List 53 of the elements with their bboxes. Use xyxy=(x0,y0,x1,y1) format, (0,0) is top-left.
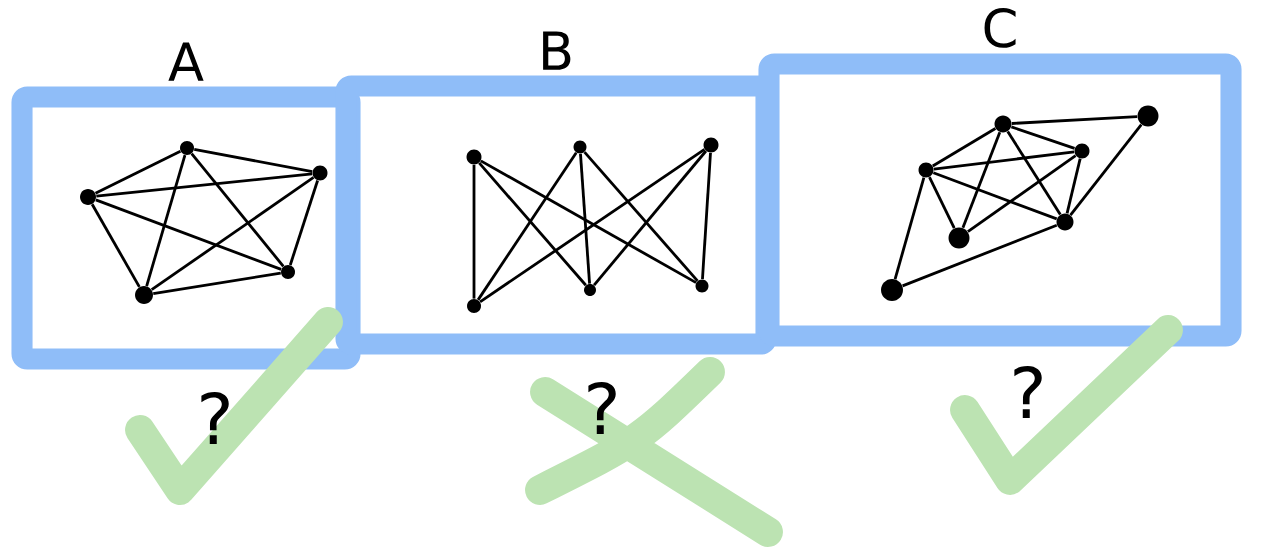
question-mark: ? xyxy=(1014,365,1042,419)
vertex-dot xyxy=(918,162,934,178)
graph-edge xyxy=(893,177,926,280)
graph-edge xyxy=(932,127,997,168)
graph-edge xyxy=(190,152,285,268)
vertex-dot xyxy=(994,115,1012,133)
graph-edge xyxy=(579,153,591,284)
graph-edge xyxy=(479,148,706,304)
vertex-dot xyxy=(466,149,482,165)
vertex-dot xyxy=(1137,105,1159,127)
graph-edge xyxy=(96,172,313,198)
vertex-dot xyxy=(703,137,719,153)
graph-edge xyxy=(94,150,182,195)
graph-edge xyxy=(932,171,1058,221)
graph-edge xyxy=(193,147,313,173)
vertex-dot xyxy=(281,265,295,279)
graph-edge xyxy=(472,164,476,299)
vertex-dot xyxy=(135,286,153,304)
question-mark: ? xyxy=(588,381,616,435)
graph-edge xyxy=(1011,115,1138,125)
vertex-dot xyxy=(948,227,970,249)
node-label: A xyxy=(168,42,204,81)
vertex-dot xyxy=(1074,143,1090,159)
graph-edge xyxy=(480,159,697,284)
vertex-dot xyxy=(312,165,328,181)
graph-edge xyxy=(928,176,956,229)
vertex-dot xyxy=(881,279,903,301)
vertex-dot xyxy=(1056,213,1074,231)
node-label: C xyxy=(984,7,1016,48)
graph-edge xyxy=(95,198,282,271)
graph-edge xyxy=(961,131,1002,229)
graph-edge xyxy=(933,150,1075,171)
vertex-dot xyxy=(180,141,194,155)
graph-edge xyxy=(288,180,319,266)
graph-edge xyxy=(701,152,712,280)
node-label: B xyxy=(543,31,571,70)
graph-edge xyxy=(478,162,587,287)
graph-edge xyxy=(583,151,699,282)
graph-edge xyxy=(476,151,578,301)
graph-edge xyxy=(1010,125,1076,150)
graph-edge xyxy=(153,271,281,295)
vertex-dot xyxy=(80,189,96,205)
graph-edge xyxy=(1065,158,1082,214)
graph-edge xyxy=(1006,130,1062,216)
graph-edge xyxy=(967,154,1077,233)
graph-edge xyxy=(593,150,708,286)
graph-edge xyxy=(902,223,1058,288)
graph-edge xyxy=(150,176,315,291)
graph-edge xyxy=(145,154,187,287)
vertex-dot xyxy=(467,299,481,313)
graph-edge xyxy=(1069,123,1143,216)
graph-edge xyxy=(90,203,141,288)
question-mark: ? xyxy=(201,391,229,445)
